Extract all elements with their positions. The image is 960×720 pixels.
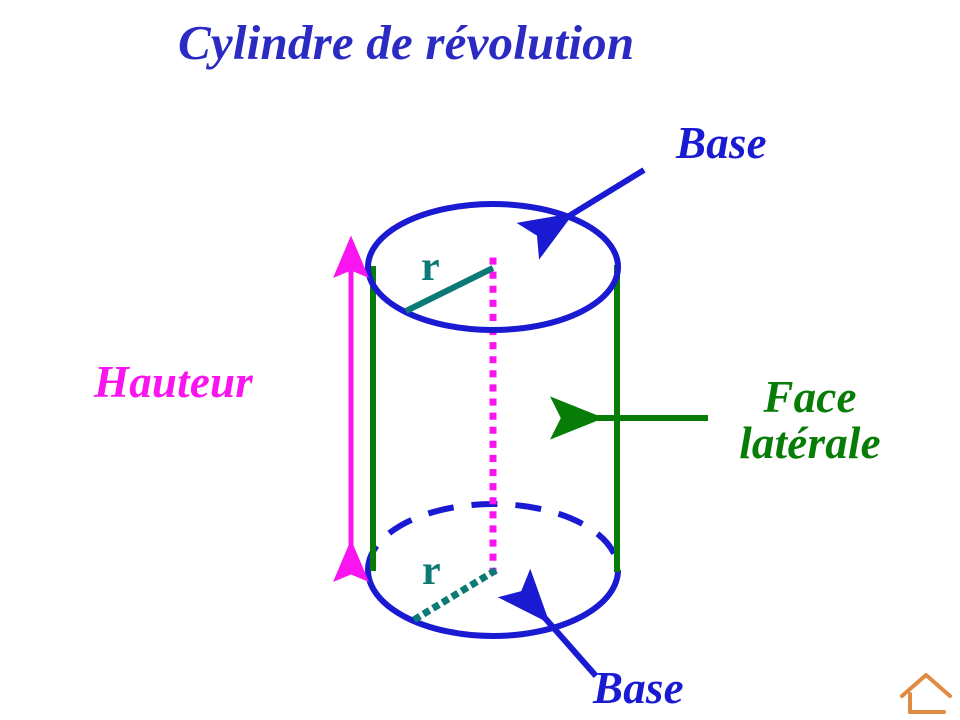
label-base-top: Base [676,118,767,168]
arrow-to-top-base [516,167,646,260]
label-height: Hauteur [94,357,253,407]
page-title: Cylindre de révolution [178,15,635,70]
top-ellipse [365,201,621,333]
top-radius-line [404,265,495,314]
label-radius-bottom: r [422,548,441,594]
bottom-ellipse-visible-arc [365,569,621,639]
home-icon[interactable] [898,668,954,716]
home-button[interactable] [898,668,954,716]
label-lateral-face: Face latérale [710,372,910,468]
arrow-to-bottom-base [497,568,599,678]
bottom-radius-line [412,567,498,623]
label-lateral-face-line1: Face [763,372,857,422]
label-base-bottom: Base [593,663,684,713]
label-lateral-face-line2: latérale [739,417,881,468]
label-radius-top: r [421,244,440,290]
